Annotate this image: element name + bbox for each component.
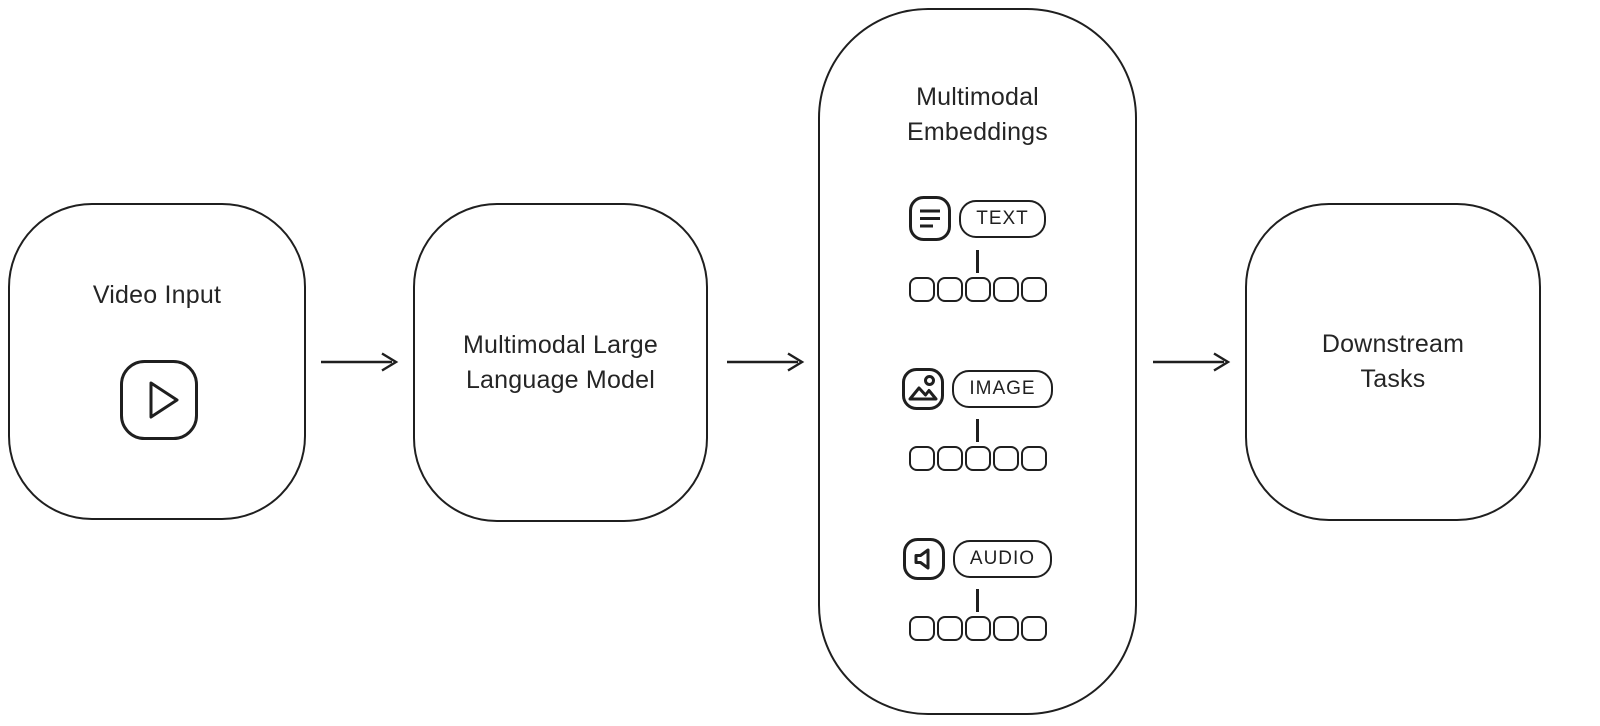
- video-input-label: Video Input: [92, 281, 222, 309]
- mllm-label-line2: Language Model: [465, 365, 656, 394]
- connector-line: [976, 589, 979, 612]
- node-multimodal-embeddings: Multimodal Embeddings TEXT: [818, 8, 1137, 715]
- modality-group-image: IMAGE: [820, 368, 1135, 471]
- modality-row-image: IMAGE: [902, 368, 1053, 410]
- embeddings-title: Multimodal Embeddings: [820, 80, 1135, 150]
- image-icon: [902, 368, 945, 410]
- embedding-token: [1020, 616, 1047, 641]
- embedding-tokens-image: [908, 446, 1047, 471]
- embedding-token: [1020, 446, 1047, 471]
- play-icon: [120, 360, 198, 440]
- text-lines-icon: [909, 196, 952, 241]
- embedding-token: [908, 446, 935, 471]
- node-video-input: Video Input: [8, 203, 306, 520]
- speaker-icon: [902, 538, 945, 580]
- embedding-tokens-text: [908, 277, 1047, 302]
- embedding-token: [936, 616, 963, 641]
- embedding-token: [964, 616, 991, 641]
- text-badge: TEXT: [959, 199, 1046, 238]
- embedding-token: [936, 446, 963, 471]
- modality-group-audio: AUDIO: [820, 538, 1135, 641]
- mllm-label: Multimodal Large Language Model: [463, 328, 658, 398]
- embedding-token: [1020, 277, 1047, 302]
- downstream-label-line1: Downstream: [1321, 330, 1465, 358]
- embedding-token: [992, 277, 1019, 302]
- modality-group-text: TEXT: [820, 196, 1135, 302]
- arrow-right-icon: [320, 349, 400, 375]
- embedding-token: [992, 616, 1019, 641]
- embedding-token: [964, 446, 991, 471]
- modality-row-text: TEXT: [909, 196, 1046, 241]
- embedding-tokens-audio: [908, 616, 1047, 641]
- embedding-token: [936, 277, 963, 302]
- connector-line: [976, 419, 979, 442]
- arrow-right-icon: [726, 349, 806, 375]
- embeddings-title-line2: Embeddings: [907, 118, 1048, 146]
- node-multimodal-llm: Multimodal Large Language Model: [413, 203, 708, 522]
- embedding-token: [908, 616, 935, 641]
- embedding-token: [992, 446, 1019, 471]
- embedding-token: [908, 277, 935, 302]
- mllm-label-line1: Multimodal Large: [463, 330, 658, 359]
- downstream-label: Downstream Tasks: [1322, 327, 1464, 397]
- audio-badge: AUDIO: [952, 540, 1053, 578]
- embedding-token: [964, 277, 991, 302]
- image-badge: IMAGE: [952, 370, 1053, 408]
- arrow-right-icon: [1152, 349, 1232, 375]
- node-downstream-tasks: Downstream Tasks: [1245, 203, 1541, 521]
- downstream-label-line2: Tasks: [1360, 365, 1426, 393]
- embeddings-title-line1: Multimodal: [916, 83, 1039, 111]
- modality-row-audio: AUDIO: [902, 538, 1053, 580]
- connector-line: [976, 250, 979, 273]
